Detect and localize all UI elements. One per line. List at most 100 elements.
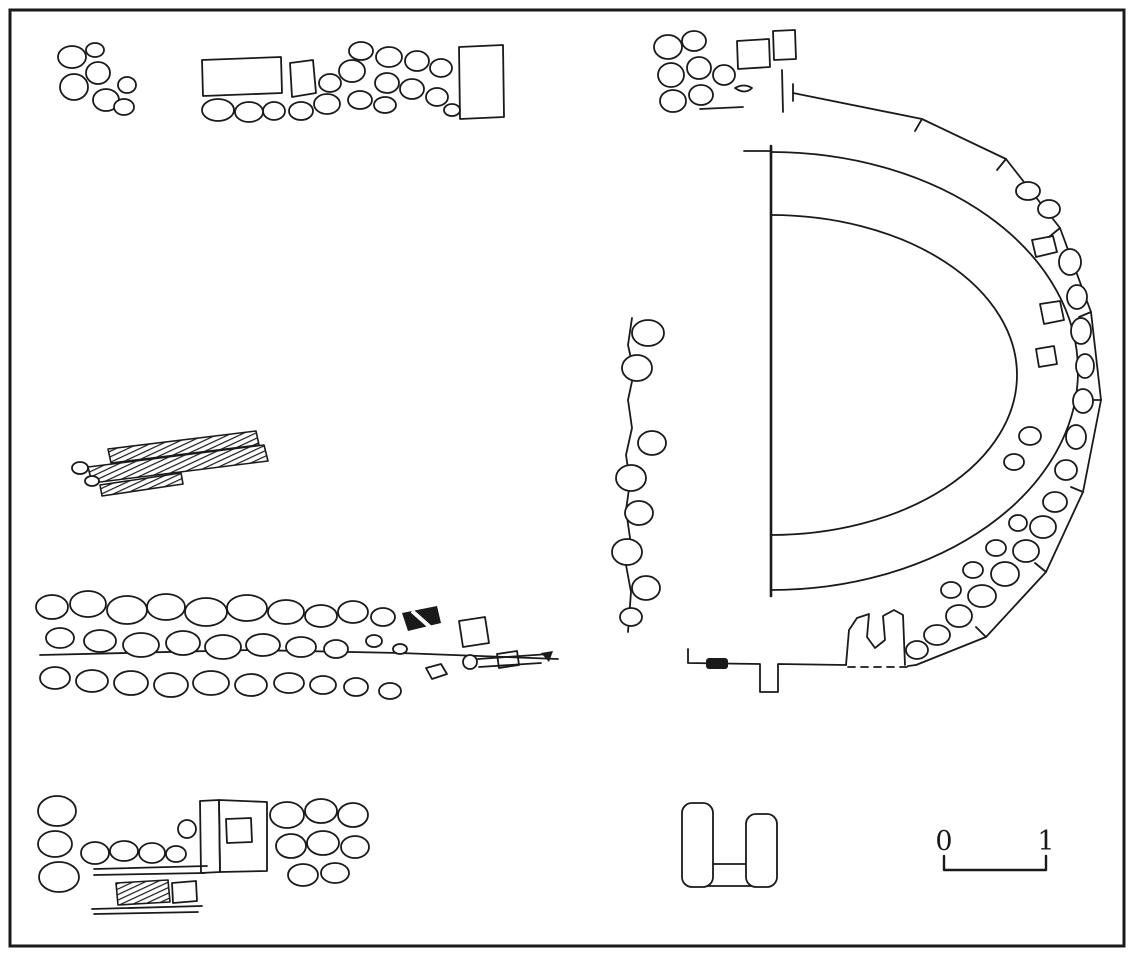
stone-upright-right (745, 813, 778, 888)
stone (304, 604, 338, 628)
stone (378, 682, 402, 700)
stone (323, 639, 349, 659)
stone (59, 73, 89, 101)
stone (35, 594, 69, 620)
facade-tick (1078, 311, 1092, 318)
stone (985, 539, 1007, 557)
tilted-slab (458, 616, 490, 648)
stone (657, 62, 685, 88)
stone (392, 643, 408, 655)
stone (117, 76, 137, 94)
stone (653, 34, 683, 60)
wall-section-bottom-left (37, 795, 370, 915)
stone (688, 84, 714, 106)
stone (309, 675, 337, 695)
plank-line (93, 865, 208, 870)
stone (306, 830, 340, 856)
stone (712, 64, 736, 86)
stone (288, 101, 314, 121)
stone (1018, 426, 1042, 446)
wall-block (736, 38, 771, 70)
wall-section-top (201, 41, 505, 123)
wall-block (201, 56, 283, 97)
stone (399, 78, 425, 100)
stone (348, 41, 374, 61)
stone (1029, 515, 1057, 539)
plank-line (91, 905, 203, 910)
stone (686, 56, 712, 80)
stone (146, 593, 186, 621)
stone (275, 833, 307, 859)
stone (285, 636, 317, 658)
stone (83, 629, 117, 653)
stone (1003, 453, 1025, 471)
stone (245, 633, 281, 657)
stone (621, 354, 653, 382)
scale-bar: 0 1 (935, 826, 1055, 872)
stone (320, 862, 350, 884)
find-sketch (478, 662, 542, 668)
stone-cluster-top-left (57, 42, 137, 116)
stone (1066, 284, 1088, 310)
apse-baseline (687, 648, 847, 693)
stone (615, 464, 647, 492)
find-sketch (477, 653, 550, 660)
stone (37, 795, 77, 827)
stone (153, 672, 189, 698)
stone (262, 101, 286, 121)
stone (287, 863, 319, 887)
stone (80, 841, 110, 865)
stone (38, 861, 80, 893)
drawing-border (8, 8, 1126, 948)
stone (184, 597, 228, 627)
stone (165, 845, 187, 863)
stone (940, 581, 962, 599)
stone (343, 677, 369, 697)
stone (337, 600, 369, 624)
stone (113, 670, 149, 696)
stone (304, 798, 338, 824)
stone (84, 475, 100, 487)
stone (923, 624, 951, 646)
stone-squiggle (734, 84, 753, 93)
stone (1058, 248, 1082, 276)
stone (425, 663, 448, 680)
small-block (171, 880, 198, 904)
baseline-feature (845, 609, 906, 666)
stone (39, 666, 71, 690)
stone (1054, 459, 1078, 481)
stone (269, 801, 305, 829)
stone-row-left (611, 317, 667, 633)
stone (990, 561, 1020, 587)
stone (619, 607, 643, 627)
wall-block (772, 29, 797, 61)
facade-tick (1034, 562, 1047, 573)
stone (425, 87, 449, 107)
stone (429, 58, 453, 78)
stone (637, 430, 667, 456)
stone (337, 802, 369, 828)
find-sketch (496, 650, 520, 669)
stone (69, 590, 107, 618)
stone (1065, 424, 1087, 450)
stone (375, 46, 403, 68)
stone (234, 673, 268, 697)
find-marker-slash (410, 609, 432, 629)
apse-facade-polygon (792, 92, 1102, 666)
small-find-circle (462, 654, 478, 670)
stone (273, 672, 305, 694)
stone (234, 101, 264, 123)
stone (370, 607, 396, 627)
stone (631, 319, 665, 347)
facade-tick (996, 158, 1007, 171)
stone (192, 670, 230, 696)
find-sketch-dark (541, 651, 553, 662)
stone-upright-left (681, 802, 714, 888)
stone (611, 538, 643, 566)
apse-baseline (907, 664, 917, 667)
facade-tick (914, 118, 923, 132)
hatched-block (115, 879, 171, 906)
stone (905, 640, 929, 660)
